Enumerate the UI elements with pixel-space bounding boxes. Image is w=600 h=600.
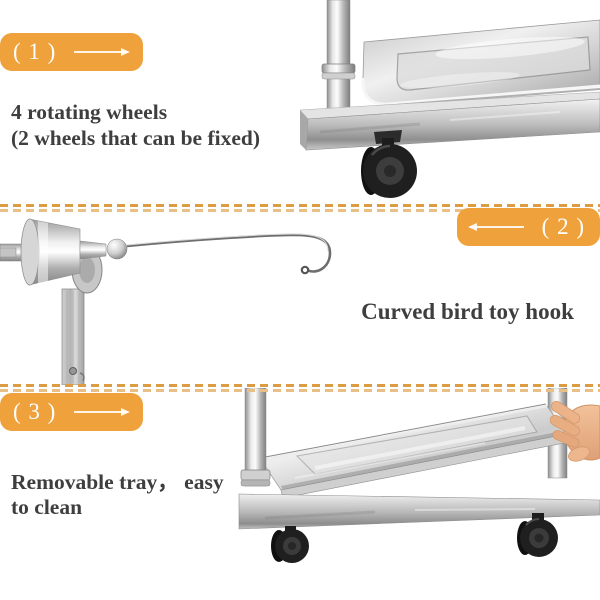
removable-tray <box>259 403 570 499</box>
ball-joint <box>106 238 128 260</box>
curved-hook-photo <box>0 218 332 385</box>
feature-text-wheels: 4 rotating wheels (2 wheels that can be … <box>11 99 311 151</box>
curved-hook-rod <box>126 233 332 275</box>
dash-row <box>0 384 600 387</box>
arrow-left-icon <box>468 222 524 231</box>
feature-line: Removable tray， easy <box>11 470 224 494</box>
support-bar <box>61 288 85 385</box>
caster-wheel-photo <box>300 0 600 198</box>
dash-row <box>0 389 600 392</box>
caster-wheel <box>361 130 417 198</box>
feature-text-hook: Curved bird toy hook <box>360 299 575 325</box>
hand <box>549 400 600 462</box>
step-1-badge: ( 1 ) <box>0 33 143 71</box>
dash-row <box>0 209 600 212</box>
arrow-right-icon <box>74 407 130 416</box>
feature-line: Curved bird toy hook <box>361 299 574 324</box>
step-2-badge: ( 2 ) <box>457 208 600 246</box>
right-caster-wheel <box>517 513 558 557</box>
vertical-pole <box>321 0 356 115</box>
crank-drum <box>20 218 107 294</box>
left-pole <box>240 388 271 487</box>
dashed-separator-1 <box>0 204 600 212</box>
base-frame-bar <box>238 493 600 530</box>
feature-line: (2 wheels that can be fixed) <box>11 126 261 150</box>
step-2-label: ( 2 ) <box>541 213 585 239</box>
steel-tray <box>361 19 600 108</box>
tray-removal-photo <box>238 388 600 563</box>
arrow-right-icon <box>74 47 130 56</box>
feature-line: 4 rotating wheels <box>11 100 168 124</box>
step-3-label: ( 3 ) <box>13 398 57 424</box>
left-caster-wheel <box>271 526 309 563</box>
feature-text-tray: Removable tray， easy to clean <box>11 470 291 520</box>
step-3-badge: ( 3 ) <box>0 393 143 431</box>
feature-line: to clean <box>11 495 83 519</box>
dashed-separator-2 <box>0 384 600 392</box>
dash-row <box>0 204 600 207</box>
step-1-label: ( 1 ) <box>13 38 57 64</box>
